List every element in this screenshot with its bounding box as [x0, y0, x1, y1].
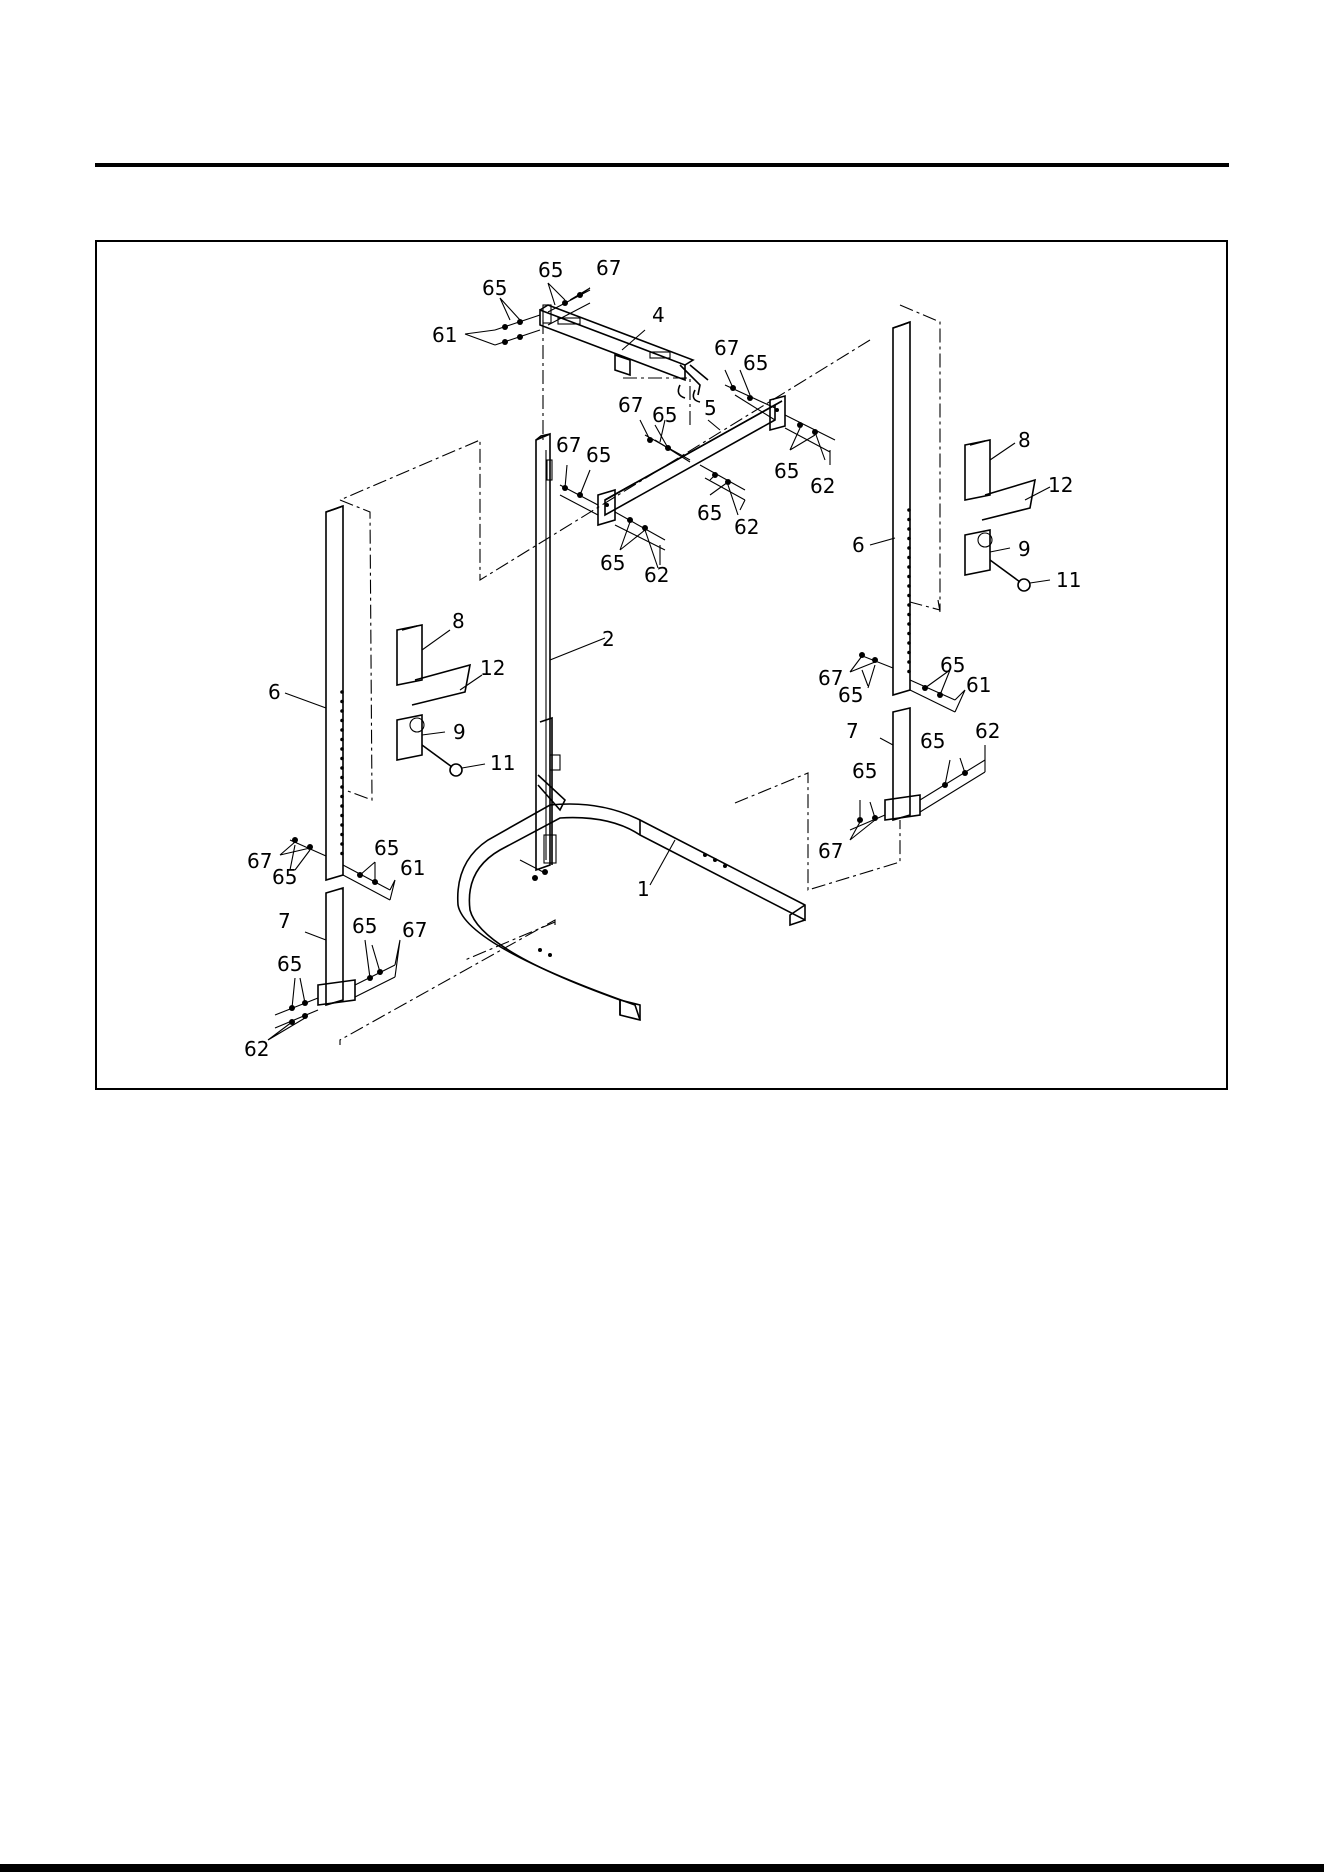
callout-65: 65	[920, 729, 945, 753]
callout-65: 65	[586, 443, 611, 467]
callout-11: 11	[490, 751, 515, 775]
callout-62: 62	[734, 515, 759, 539]
callout-65: 65	[838, 683, 863, 707]
callout-67: 67	[618, 393, 643, 417]
adjustment-hole	[340, 776, 344, 780]
callout-67: 67	[402, 918, 427, 942]
callout-62: 62	[810, 474, 835, 498]
adjustment-hole	[907, 575, 911, 579]
callout-65: 65	[697, 501, 722, 525]
adjustment-hole	[340, 757, 344, 761]
adjustment-hole	[340, 719, 344, 723]
callout-65: 65	[277, 952, 302, 976]
adjustment-hole	[340, 690, 344, 694]
adjustment-hole	[907, 527, 911, 531]
adjustment-hole	[907, 622, 911, 626]
adjustment-hole	[340, 804, 344, 808]
adjustment-hole	[907, 651, 911, 655]
adjustment-hole	[907, 556, 911, 560]
callout-65: 65	[600, 551, 625, 575]
callout-65: 65	[482, 276, 507, 300]
callout-65: 65	[743, 351, 768, 375]
adjustment-hole	[340, 728, 344, 732]
callout-7: 7	[278, 909, 291, 933]
adjustment-hole	[340, 747, 344, 751]
callout-8: 8	[452, 609, 465, 633]
leader-lines	[268, 283, 1050, 1040]
adjustment-hole	[907, 508, 911, 512]
base-frame-part-1	[458, 804, 805, 1020]
callout-labels: 65 65 67 61 4 67 65 5 67 65 67 65 65 62 …	[244, 256, 1081, 1061]
callout-1: 1	[637, 877, 650, 901]
callout-65: 65	[272, 865, 297, 889]
adjustment-hole	[907, 518, 911, 522]
adjustment-hole	[907, 613, 911, 617]
callout-11: 11	[1056, 568, 1081, 592]
adjustment-hole	[340, 738, 344, 742]
callout-6: 6	[852, 533, 865, 557]
callout-62: 62	[644, 563, 669, 587]
callout-65: 65	[352, 914, 377, 938]
adjustment-hole	[907, 603, 911, 607]
callout-5: 5	[704, 396, 717, 420]
adjustment-hole	[340, 709, 344, 713]
callout-62: 62	[975, 719, 1000, 743]
adjustment-hole	[340, 785, 344, 789]
callout-61: 61	[432, 323, 457, 347]
adjustment-hole	[907, 641, 911, 645]
adjustment-hole	[340, 842, 344, 846]
callout-65: 65	[538, 258, 563, 282]
callout-12: 12	[480, 656, 505, 680]
callout-65: 65	[374, 836, 399, 860]
right-upright-part-6	[893, 322, 911, 695]
callout-67: 67	[714, 336, 739, 360]
top-bar-part-4	[540, 305, 708, 402]
right-j-hook-part-8	[965, 440, 1035, 520]
callout-61: 61	[400, 856, 425, 880]
adjustment-hole	[340, 823, 344, 827]
right-lower-post-part-7	[885, 708, 920, 820]
callout-7: 7	[846, 719, 859, 743]
callout-4: 4	[652, 303, 665, 327]
adjustment-hole	[907, 584, 911, 588]
callout-9: 9	[1018, 537, 1031, 561]
adjustment-hole	[340, 795, 344, 799]
adjustment-hole	[907, 594, 911, 598]
callout-12: 12	[1048, 473, 1073, 497]
callout-67: 67	[818, 839, 843, 863]
callout-61: 61	[966, 673, 991, 697]
left-lower-post-part-7	[318, 888, 355, 1005]
callout-67: 67	[556, 433, 581, 457]
adjustment-hole	[907, 632, 911, 636]
adjustment-hole	[340, 833, 344, 837]
adjustment-hole	[340, 700, 344, 704]
callout-65: 65	[852, 759, 877, 783]
callout-9: 9	[453, 720, 466, 744]
callout-8: 8	[1018, 428, 1031, 452]
adjustment-hole	[907, 546, 911, 550]
adjustment-hole	[907, 670, 911, 674]
callout-6: 6	[268, 680, 281, 704]
adjustment-hole	[340, 814, 344, 818]
adjustment-hole	[907, 565, 911, 569]
callout-65: 65	[774, 459, 799, 483]
adjustment-hole	[907, 537, 911, 541]
adjustment-hole	[340, 766, 344, 770]
callout-65: 65	[940, 653, 965, 677]
adjustment-hole	[907, 660, 911, 664]
callout-65: 65	[652, 403, 677, 427]
left-j-hook-part-8	[397, 625, 470, 705]
callout-67: 67	[596, 256, 621, 280]
callout-2: 2	[602, 627, 615, 651]
left-upright-part-6	[326, 506, 344, 880]
callout-62: 62	[244, 1037, 269, 1061]
adjustment-hole	[340, 852, 344, 856]
callout-67: 67	[247, 849, 272, 873]
